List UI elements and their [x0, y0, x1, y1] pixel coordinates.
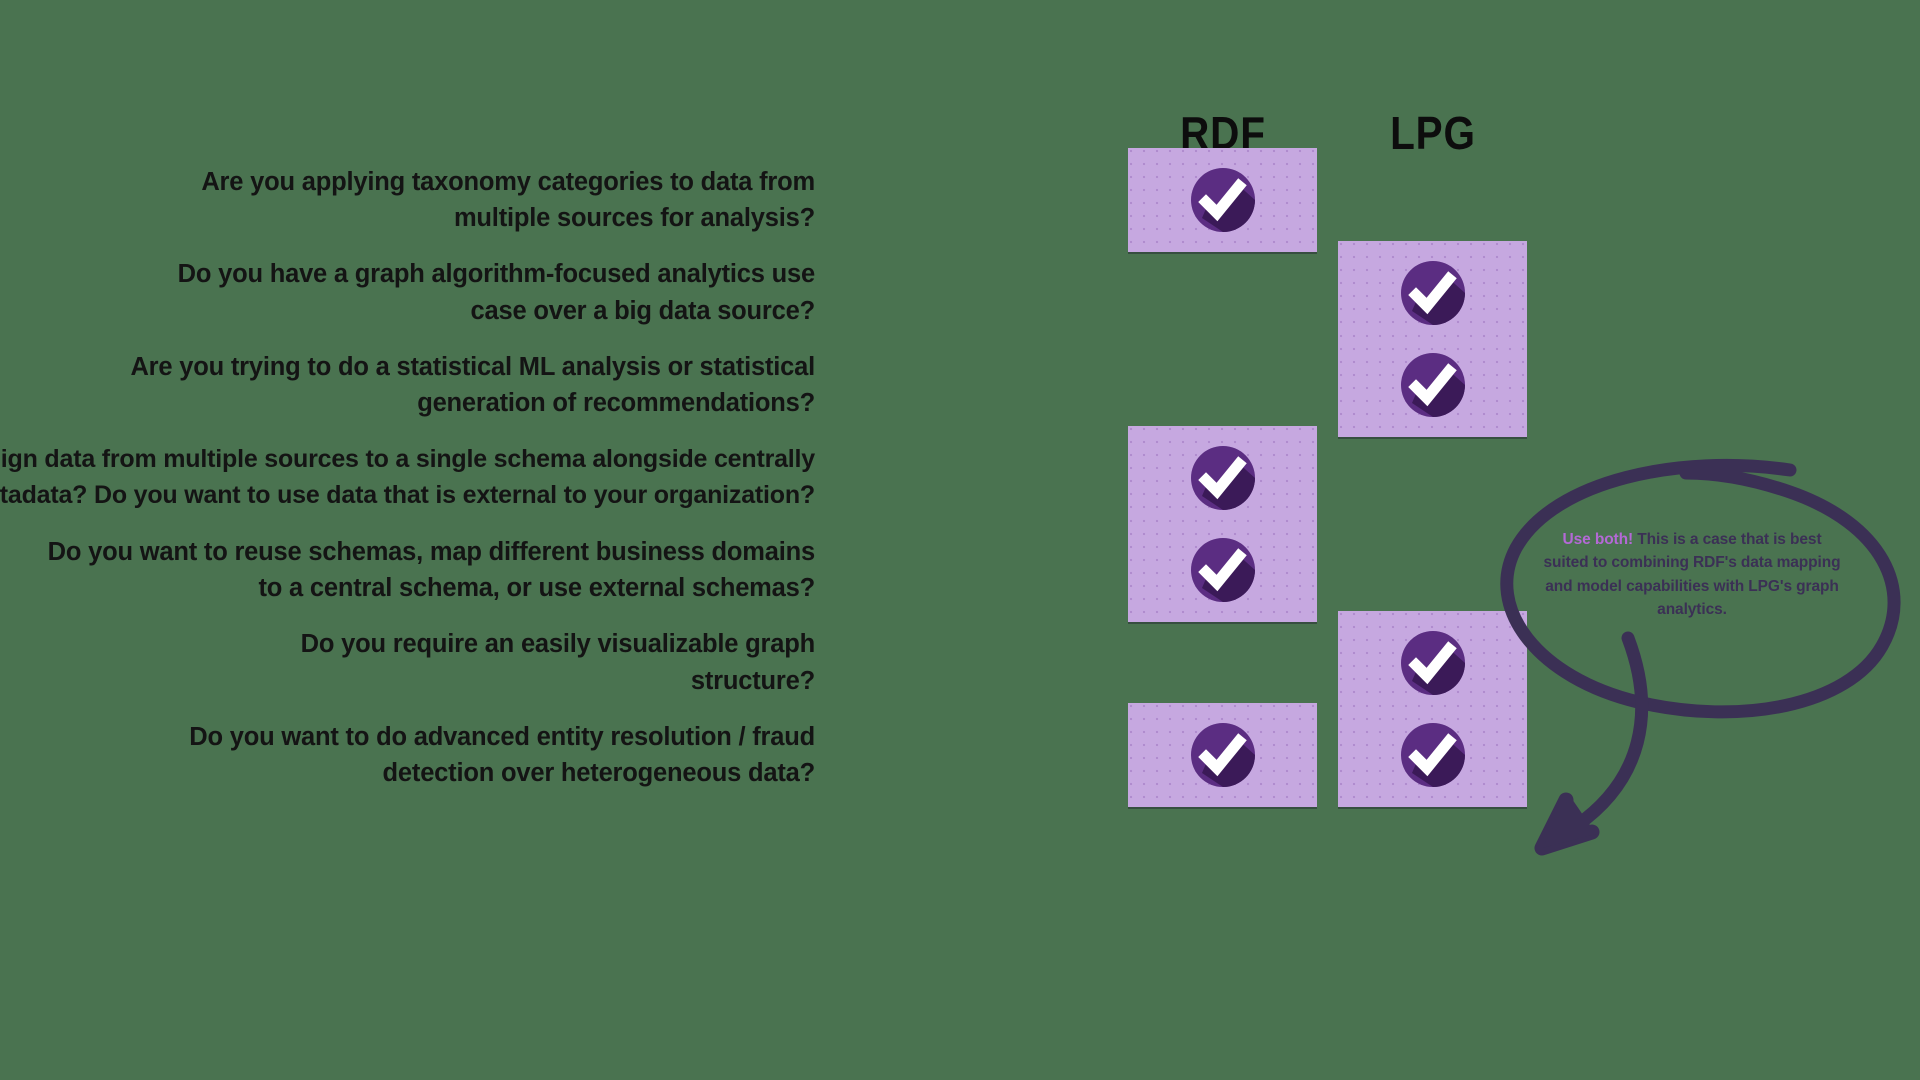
question-row-5: Do you want to reuse schemas, map differ… — [0, 518, 1920, 622]
check-circle-icon — [1399, 721, 1467, 789]
check-circle-icon — [1189, 536, 1257, 604]
question-row-1: Are you applying taxonomy categories to … — [0, 148, 1920, 252]
question-line: Do you want to do advanced entity resolu… — [189, 722, 815, 751]
question-text-2: Do you have a graph algorithm-focused an… — [0, 241, 816, 345]
question-line: Do you require an easily visualizable gr… — [300, 630, 816, 659]
callout-text: Use both! This is a case that is best su… — [1542, 528, 1842, 621]
question-line: Are you trying to do a statistical ML an… — [130, 352, 815, 381]
question-text-6: Do you require an easily visualizable gr… — [0, 611, 816, 715]
question-row-3: Are you trying to do a statistical ML an… — [0, 333, 1920, 437]
question-text-5: Do you want to reuse schemas, map differ… — [0, 518, 816, 622]
question-line: Are you applying taxonomy categories to … — [201, 167, 815, 196]
callout-lead: Use both! — [1562, 531, 1634, 548]
check-circle-icon — [1399, 629, 1467, 697]
question-text-3: Are you trying to do a statistical ML an… — [0, 333, 815, 437]
hand-drawn-ellipse — [1500, 459, 1901, 719]
question-text-7: Do you want to do advanced entity resolu… — [0, 703, 815, 807]
answer-tile-rdf-row4[interactable] — [1128, 425, 1317, 530]
question-line: multiple sources for analysis? — [453, 204, 815, 232]
question-text-1: Are you applying taxonomy categories to … — [0, 148, 815, 252]
question-line: managed metadata? Do you want to use dat… — [0, 480, 815, 509]
question-line: Do you want to reuse schemas, map differ… — [47, 537, 816, 566]
callout-use-both: Use both! This is a case that is best su… — [1490, 440, 1920, 740]
check-circle-icon — [1399, 259, 1467, 327]
answer-tile-lpg-row2[interactable] — [1338, 240, 1527, 345]
question-text-4: Do you want to align data from multiple … — [0, 426, 815, 530]
question-line: generation of recommendations? — [417, 389, 815, 417]
check-circle-icon — [1189, 166, 1257, 234]
question-line: Do you want to align data from multiple … — [0, 445, 815, 473]
answer-tile-lpg-row7[interactable] — [1338, 703, 1527, 807]
answer-tile-rdf-row7[interactable] — [1128, 703, 1317, 807]
check-circle-icon — [1189, 444, 1257, 512]
question-row-7: Do you want to do advanced entity resolu… — [0, 703, 1920, 807]
question-line: case over a big data source? — [470, 296, 816, 325]
question-row-6: Do you require an easily visualizable gr… — [0, 611, 1920, 715]
check-circle-icon — [1189, 721, 1257, 789]
question-line: structure? — [690, 666, 815, 695]
question-line: detection over heterogeneous data? — [382, 759, 816, 787]
check-circle-icon — [1399, 351, 1467, 419]
question-line: to a central schema, or use external sch… — [258, 574, 815, 602]
curved-arrow-icon — [1534, 631, 1649, 856]
column-header-lpg: LPG — [1390, 107, 1476, 159]
question-row-2: Do you have a graph algorithm-focused an… — [0, 241, 1920, 345]
callout-body: This is a case that is best suited to co… — [1543, 531, 1841, 618]
answer-tile-rdf-row5[interactable] — [1128, 518, 1317, 622]
question-line: Do you have a graph algorithm-focused an… — [177, 260, 816, 289]
answer-tile-lpg-row3[interactable] — [1338, 333, 1527, 437]
answer-tile-lpg-row6[interactable] — [1338, 610, 1527, 715]
question-row-4: Do you want to align data from multiple … — [0, 426, 1920, 530]
answer-tile-rdf-row1[interactable] — [1128, 148, 1317, 252]
